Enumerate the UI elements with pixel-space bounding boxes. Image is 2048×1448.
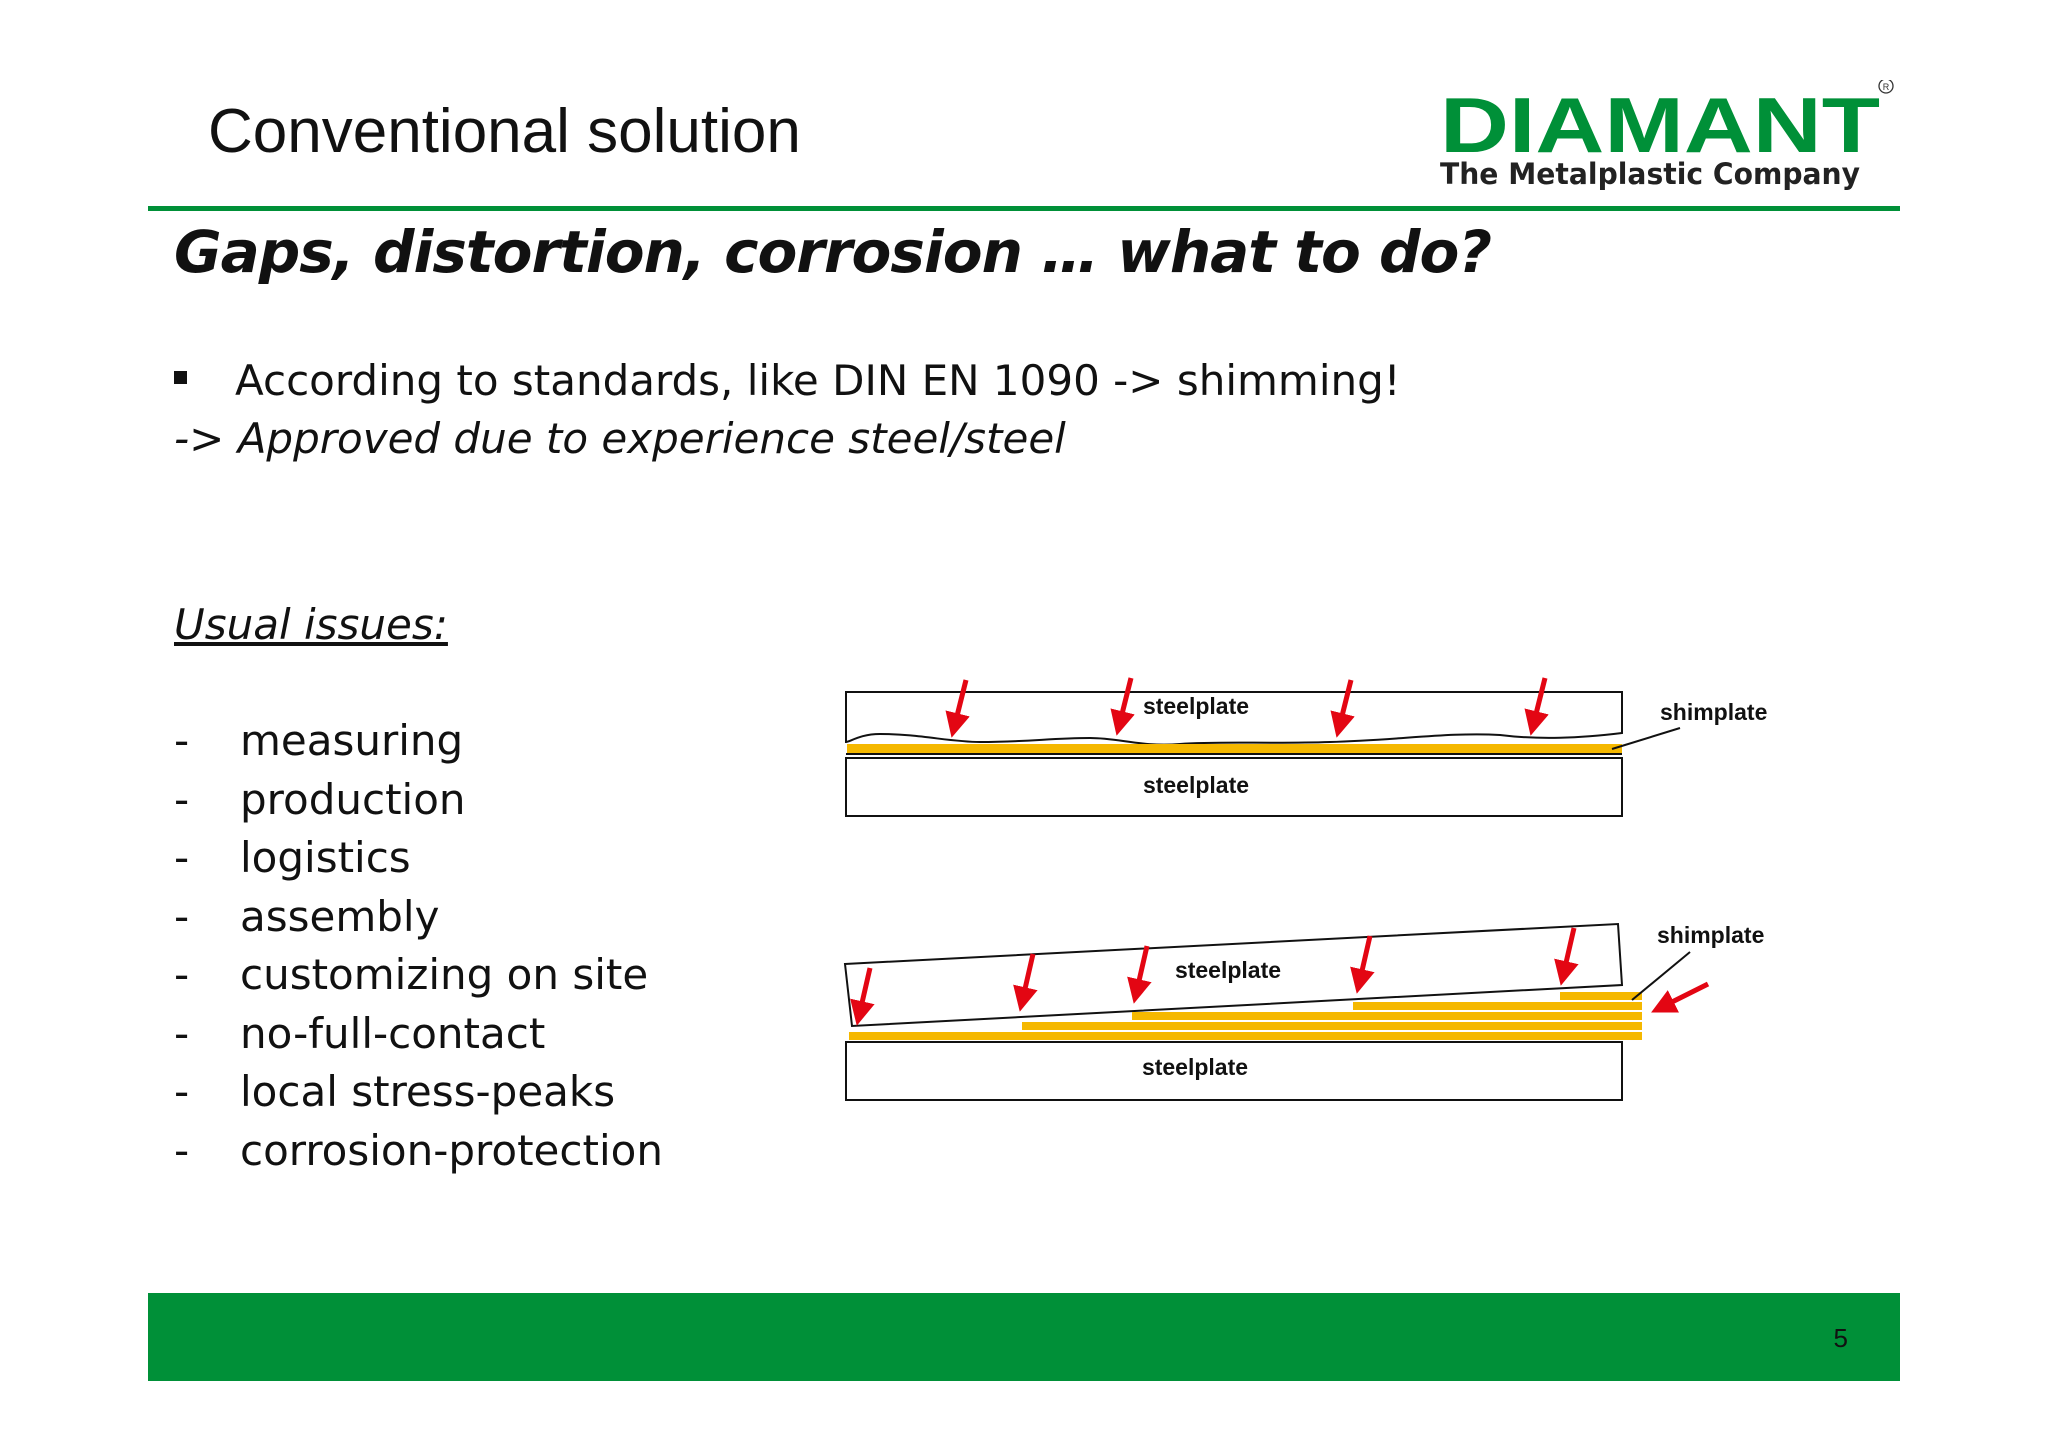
list-item: -measuring — [174, 716, 464, 765]
red-arrow-icon — [1554, 927, 1579, 986]
diamant-logo: DIAMANT R The Metalplastic Company — [1440, 80, 1894, 191]
red-arrow-icon — [1651, 981, 1710, 1013]
top-shim-leader — [1611, 727, 1681, 750]
slide-title: Conventional solution — [208, 97, 801, 166]
usual-issues-heading: Usual issues: — [174, 600, 448, 649]
red-arrow-icon — [1127, 945, 1152, 1004]
slide-subtitle: Gaps, distortion, corrosion … what to do… — [174, 218, 1492, 286]
list-item: -assembly — [174, 891, 440, 941]
red-arrow-icon — [945, 679, 970, 738]
list-item: -no-full-contact — [174, 1008, 546, 1058]
logo-brand: DIAMANT — [1440, 81, 1880, 169]
bottom-upper-label: steelplate — [1175, 957, 1281, 983]
top-shimplate — [847, 744, 1622, 754]
standards-bullet: According to standards, like DIN EN 1090… — [174, 356, 1401, 405]
logo-tagline: The Metalplastic Company — [1440, 157, 1860, 191]
list-item: -customizing on site — [174, 950, 649, 999]
title-divider — [148, 206, 1900, 211]
list-item: -production — [174, 774, 466, 824]
logo-registered: R — [1883, 82, 1890, 92]
top-upper-steelplate — [845, 691, 1623, 746]
page-number: 5 — [1833, 1323, 1848, 1353]
square-bullet-icon — [174, 371, 187, 384]
bottom-upper-steelplate — [843, 922, 1624, 1028]
red-arrow-icon — [850, 967, 875, 1026]
bottom-shim-leader — [1631, 951, 1691, 1001]
red-arrow-icon — [1524, 677, 1549, 736]
top-shim-label: shimplate — [1660, 699, 1767, 725]
bottom-lower-label: steelplate — [1142, 1054, 1248, 1080]
bottom-diagram: steelplate steelplate shimplate — [843, 922, 1764, 1101]
bottom-shim-label: shimplate — [1657, 922, 1764, 948]
top-lower-steelplate — [845, 757, 1623, 817]
top-diagram: steelplate steelplate shimplate — [845, 677, 1767, 817]
red-arrow-icon — [1330, 679, 1355, 738]
top-lower-label: steelplate — [1143, 772, 1249, 798]
bottom-lower-steelplate — [845, 1041, 1623, 1101]
top-upper-label: steelplate — [1143, 693, 1249, 719]
registered-mark-icon — [1878, 80, 1894, 94]
red-arrow-icon — [1350, 935, 1375, 994]
red-arrow-icon — [1110, 677, 1135, 736]
standards-bullet-text: According to standards, like DIN EN 1090… — [235, 356, 1401, 405]
list-item: -local stress-peaks — [174, 1067, 616, 1116]
footer-bar: 5 — [148, 1293, 1900, 1381]
list-item: -logistics — [174, 833, 411, 882]
bottom-shim-stack — [849, 992, 1642, 1040]
list-item: -corrosion-protection — [174, 1125, 663, 1175]
red-arrow-icon — [1013, 953, 1038, 1012]
issues-list: -measuring -production -logistics -assem… — [174, 712, 663, 1180]
approved-note: -> Approved due to experience steel/stee… — [174, 414, 1066, 463]
